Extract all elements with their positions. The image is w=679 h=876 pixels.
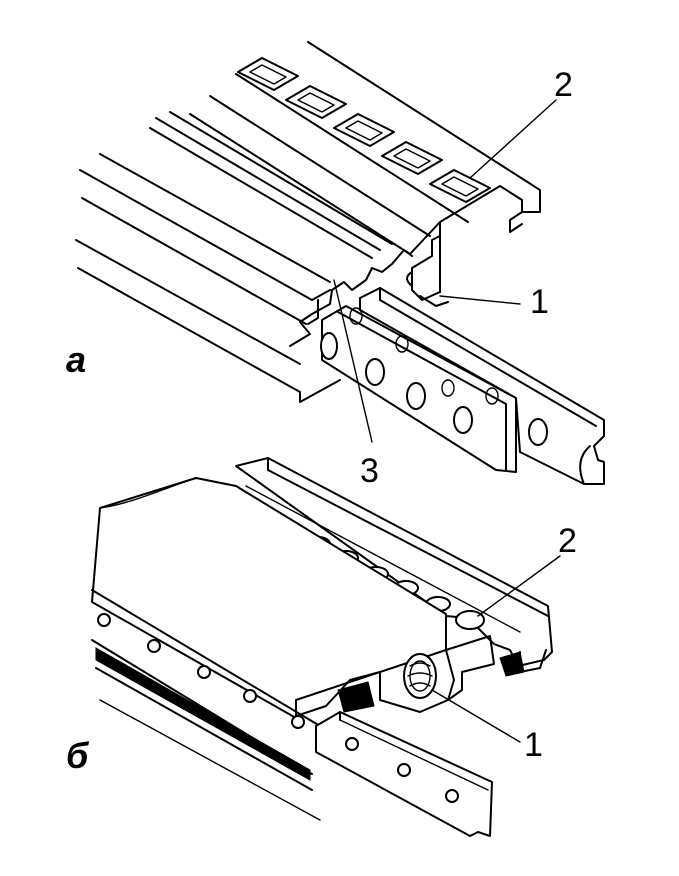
flat-strip: [320, 305, 517, 473]
figure-a: 1 2 3 а: [66, 41, 605, 490]
panel-letter-b: б: [66, 735, 90, 776]
front-strip: [315, 711, 493, 837]
panel-letter-a: а: [66, 339, 86, 380]
callout-a-3: 3: [360, 452, 379, 490]
callout-b-2: 2: [558, 522, 577, 560]
rail-slots: [237, 57, 491, 203]
callout-b-1: 1: [524, 726, 543, 764]
leader-line-b2: [477, 555, 561, 617]
figure-b: 1 2 б: [66, 457, 577, 837]
callout-a-1: 1: [530, 283, 549, 321]
leader-line-a2: [469, 99, 557, 179]
callout-a-2: 2: [554, 66, 573, 104]
leader-line-a3: [333, 279, 373, 443]
main-plate: [91, 477, 495, 719]
perforated-rail: [189, 41, 541, 307]
leader-line-a1: [439, 295, 521, 305]
channel-strip: [349, 287, 605, 485]
leader-line-b1: [431, 689, 521, 743]
side-rail: [91, 589, 321, 821]
grooved-profile: [75, 111, 413, 403]
